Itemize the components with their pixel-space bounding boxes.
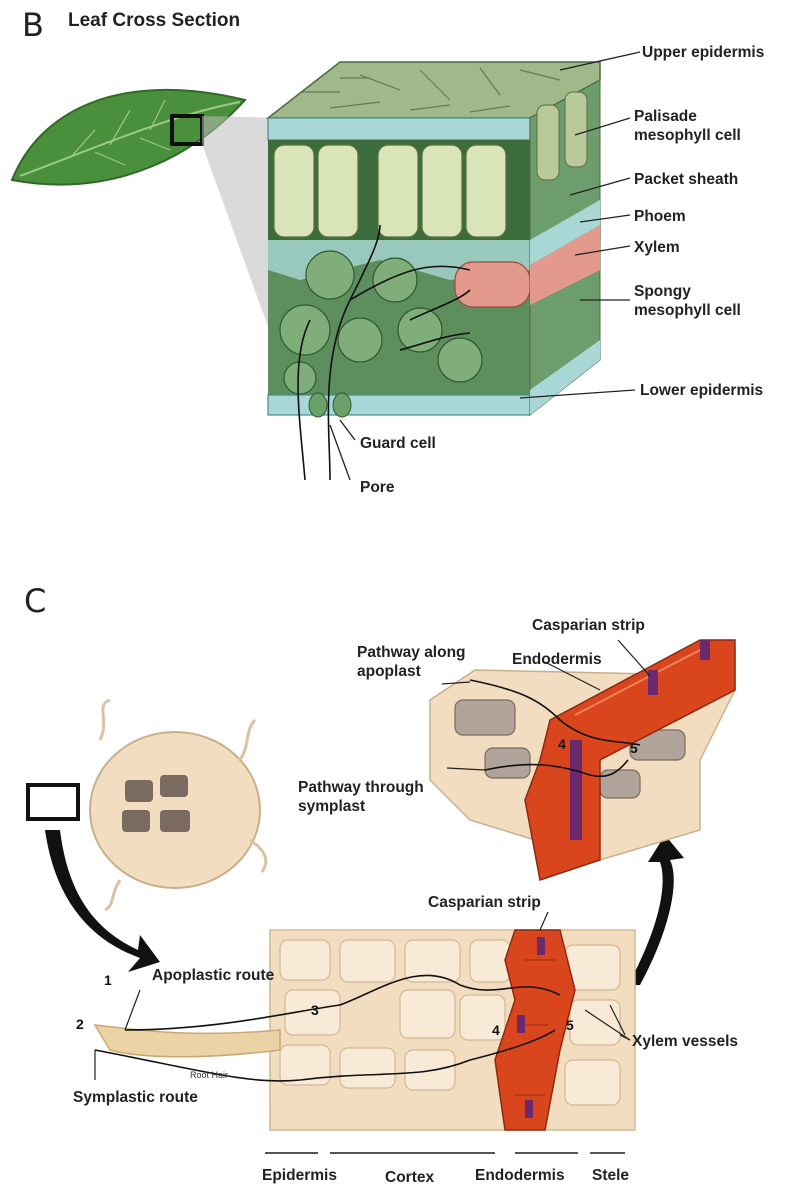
label-endodermis-bottom: Endodermis: [475, 1166, 565, 1185]
label-upper-epidermis: Upper epidermis: [642, 43, 764, 62]
label-lower-epidermis: Lower epidermis: [640, 381, 763, 400]
endodermis-3d-block: [430, 640, 735, 880]
label-pathway-symplast-line2: symplast: [298, 797, 365, 816]
label-spongy-line1: Spongy: [634, 282, 691, 301]
leaf-block: [268, 62, 600, 480]
label-epidermis: Epidermis: [262, 1166, 337, 1185]
label-casparian-bottom: Casparian strip: [428, 893, 541, 912]
step-2: 2: [76, 1016, 84, 1032]
step-1: 1: [104, 972, 112, 988]
step-4: 4: [492, 1022, 500, 1038]
label-pore: Pore: [360, 478, 394, 497]
step-4-top: 4: [558, 736, 566, 752]
label-palisade-line2: mesophyll cell: [634, 126, 741, 145]
label-spongy-line2: mesophyll cell: [634, 301, 741, 320]
panel-c-letter: C: [24, 582, 46, 620]
label-cortex: Cortex: [385, 1168, 434, 1187]
zoom-arrow-right: [628, 835, 684, 985]
label-guard-cell: Guard cell: [360, 434, 436, 453]
label-stele: Stele: [592, 1166, 629, 1185]
step-3: 3: [311, 1002, 319, 1018]
label-endodermis-top: Endodermis: [512, 650, 602, 669]
label-apoplastic-route: Apoplastic route: [152, 966, 274, 985]
root-tissue-block: [95, 912, 635, 1153]
label-pathway-apoplast-line2: apoplast: [357, 662, 421, 681]
step-5: 5: [566, 1017, 574, 1033]
label-phloem: Phoem: [634, 207, 686, 226]
label-symplastic-route: Symplastic route: [73, 1088, 198, 1107]
step-5-top: 5: [630, 740, 638, 756]
label-root-hair: Root Hair: [190, 1070, 228, 1080]
label-xylem-vessels: Xylem vessels: [632, 1032, 738, 1051]
label-pathway-apoplast-line1: Pathway along: [357, 643, 466, 662]
label-xylem: Xylem: [634, 238, 680, 257]
label-casparian-top: Casparian strip: [532, 616, 645, 635]
label-pathway-symplast-line1: Pathway through: [298, 778, 424, 797]
label-palisade-line1: Palisade: [634, 107, 697, 126]
label-bundle-sheath: Packet sheath: [634, 170, 738, 189]
